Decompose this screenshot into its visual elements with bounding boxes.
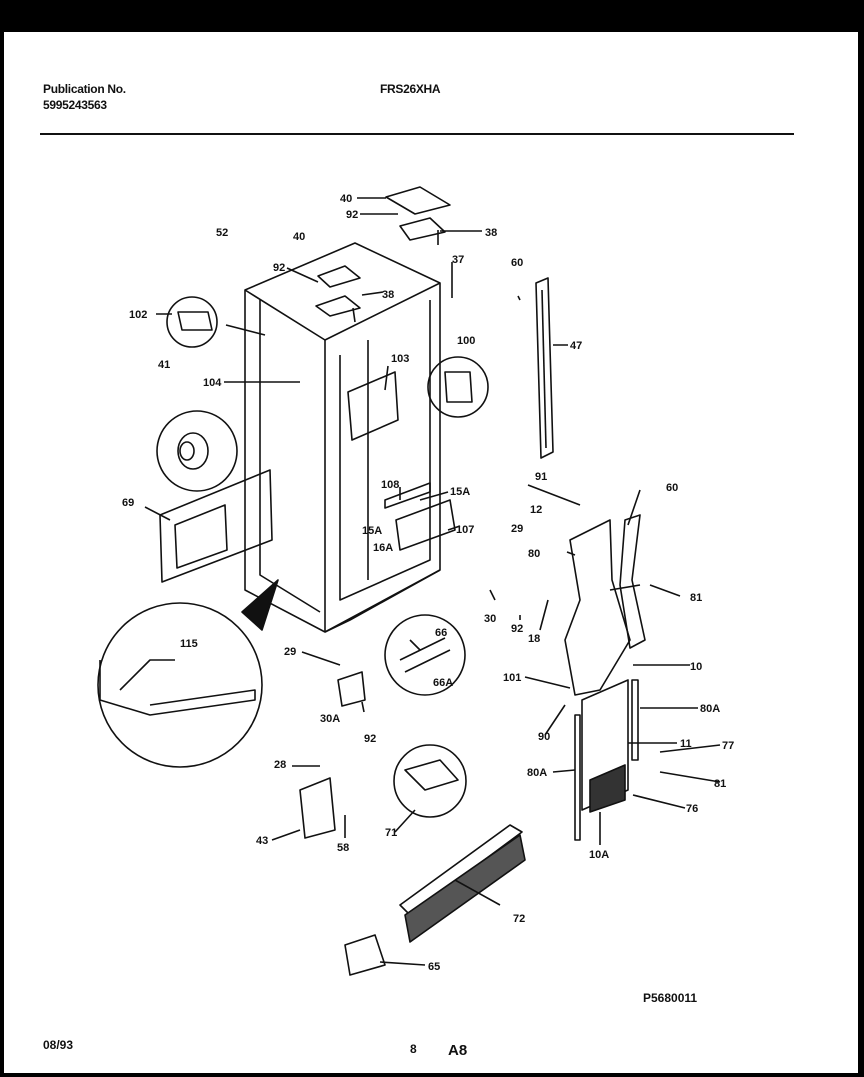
roller-bracket bbox=[299, 777, 336, 839]
detail-circle-hinge-pin bbox=[166, 296, 218, 348]
callout-91: 91 bbox=[535, 471, 547, 483]
condenser-cover-panel bbox=[159, 469, 273, 583]
callout-labels: 40 92 38 52 40 92 37 60 38 102 100 103 4… bbox=[122, 193, 734, 973]
footer-page-number: 8 bbox=[410, 1042, 417, 1056]
figure-code: P5680011 bbox=[643, 991, 698, 1005]
callout-30A: 30A bbox=[320, 713, 340, 725]
callout-72: 72 bbox=[513, 913, 525, 925]
callout-80: 80 bbox=[528, 548, 540, 560]
callout-66A: 66A bbox=[433, 677, 453, 689]
callout-100: 100 bbox=[457, 335, 475, 347]
callout-76: 76 bbox=[686, 803, 698, 815]
callout-90: 90 bbox=[538, 731, 550, 743]
callout-58: 58 bbox=[337, 842, 349, 854]
lower-panel bbox=[574, 679, 639, 841]
callout-92: 92 bbox=[511, 623, 523, 635]
callout-29: 29 bbox=[284, 646, 296, 658]
callout-40: 40 bbox=[293, 231, 305, 243]
detail-circle-kickplate-clip bbox=[393, 744, 467, 818]
callout-60: 60 bbox=[666, 482, 678, 494]
kickplate-end-cap bbox=[344, 934, 386, 976]
callout-92: 92 bbox=[364, 733, 376, 745]
kickplate-grille bbox=[399, 824, 526, 943]
callout-80A: 80A bbox=[527, 767, 547, 779]
callout-12: 12 bbox=[530, 504, 542, 516]
callout-40: 40 bbox=[340, 193, 352, 205]
frame-assembly bbox=[564, 514, 646, 696]
callout-103: 103 bbox=[391, 353, 409, 365]
callout-108: 108 bbox=[381, 479, 399, 491]
callout-11: 11 bbox=[680, 738, 692, 750]
callout-60: 60 bbox=[511, 257, 523, 269]
callout-37: 37 bbox=[452, 254, 464, 266]
callout-38: 38 bbox=[485, 227, 497, 239]
refrigerator-cabinet bbox=[244, 242, 441, 633]
detail-circle-tube-clip bbox=[384, 614, 466, 696]
callout-52: 52 bbox=[216, 227, 228, 239]
callout-80A: 80A bbox=[700, 703, 720, 715]
top-hinge-cover bbox=[315, 186, 451, 323]
callout-15A: 15A bbox=[362, 525, 382, 537]
callout-81: 81 bbox=[714, 778, 726, 790]
callout-81: 81 bbox=[690, 592, 702, 604]
callout-10: 10 bbox=[690, 661, 702, 673]
publication-number: 5995243563 bbox=[43, 98, 107, 112]
callout-65: 65 bbox=[428, 961, 440, 973]
callout-92: 92 bbox=[273, 262, 285, 274]
callout-47: 47 bbox=[570, 340, 582, 352]
footer-date: 08/93 bbox=[43, 1038, 74, 1052]
callout-15A: 15A bbox=[450, 486, 470, 498]
detail-circle-drain bbox=[97, 602, 263, 768]
rail bbox=[535, 277, 554, 459]
callout-77: 77 bbox=[722, 740, 734, 752]
callout-28: 28 bbox=[274, 759, 286, 771]
callout-69: 69 bbox=[122, 497, 134, 509]
callout-104: 104 bbox=[203, 377, 222, 389]
callout-30: 30 bbox=[484, 613, 496, 625]
callout-66: 66 bbox=[435, 627, 447, 639]
callout-16A: 16A bbox=[373, 542, 393, 554]
callout-107: 107 bbox=[456, 524, 474, 536]
footer-section: A8 bbox=[448, 1042, 468, 1059]
callout-41: 41 bbox=[158, 359, 170, 371]
model-number: FRS26XHA bbox=[380, 82, 441, 96]
callout-29: 29 bbox=[511, 523, 523, 535]
publication-label: Publication No. bbox=[43, 82, 126, 96]
callout-18: 18 bbox=[528, 633, 540, 645]
header-rule bbox=[40, 133, 794, 135]
callout-92: 92 bbox=[346, 209, 358, 221]
callout-10A: 10A bbox=[589, 849, 609, 861]
callout-115: 115 bbox=[180, 638, 198, 650]
callout-102: 102 bbox=[129, 309, 147, 321]
callout-38: 38 bbox=[382, 289, 394, 301]
callout-71: 71 bbox=[385, 827, 397, 839]
detail-circle-leveler bbox=[156, 410, 238, 492]
callout-43: 43 bbox=[256, 835, 268, 847]
guard-rail bbox=[347, 371, 399, 441]
tube-cover bbox=[395, 499, 456, 551]
detail-circle-bracket bbox=[427, 356, 489, 418]
callout-101: 101 bbox=[503, 672, 521, 684]
